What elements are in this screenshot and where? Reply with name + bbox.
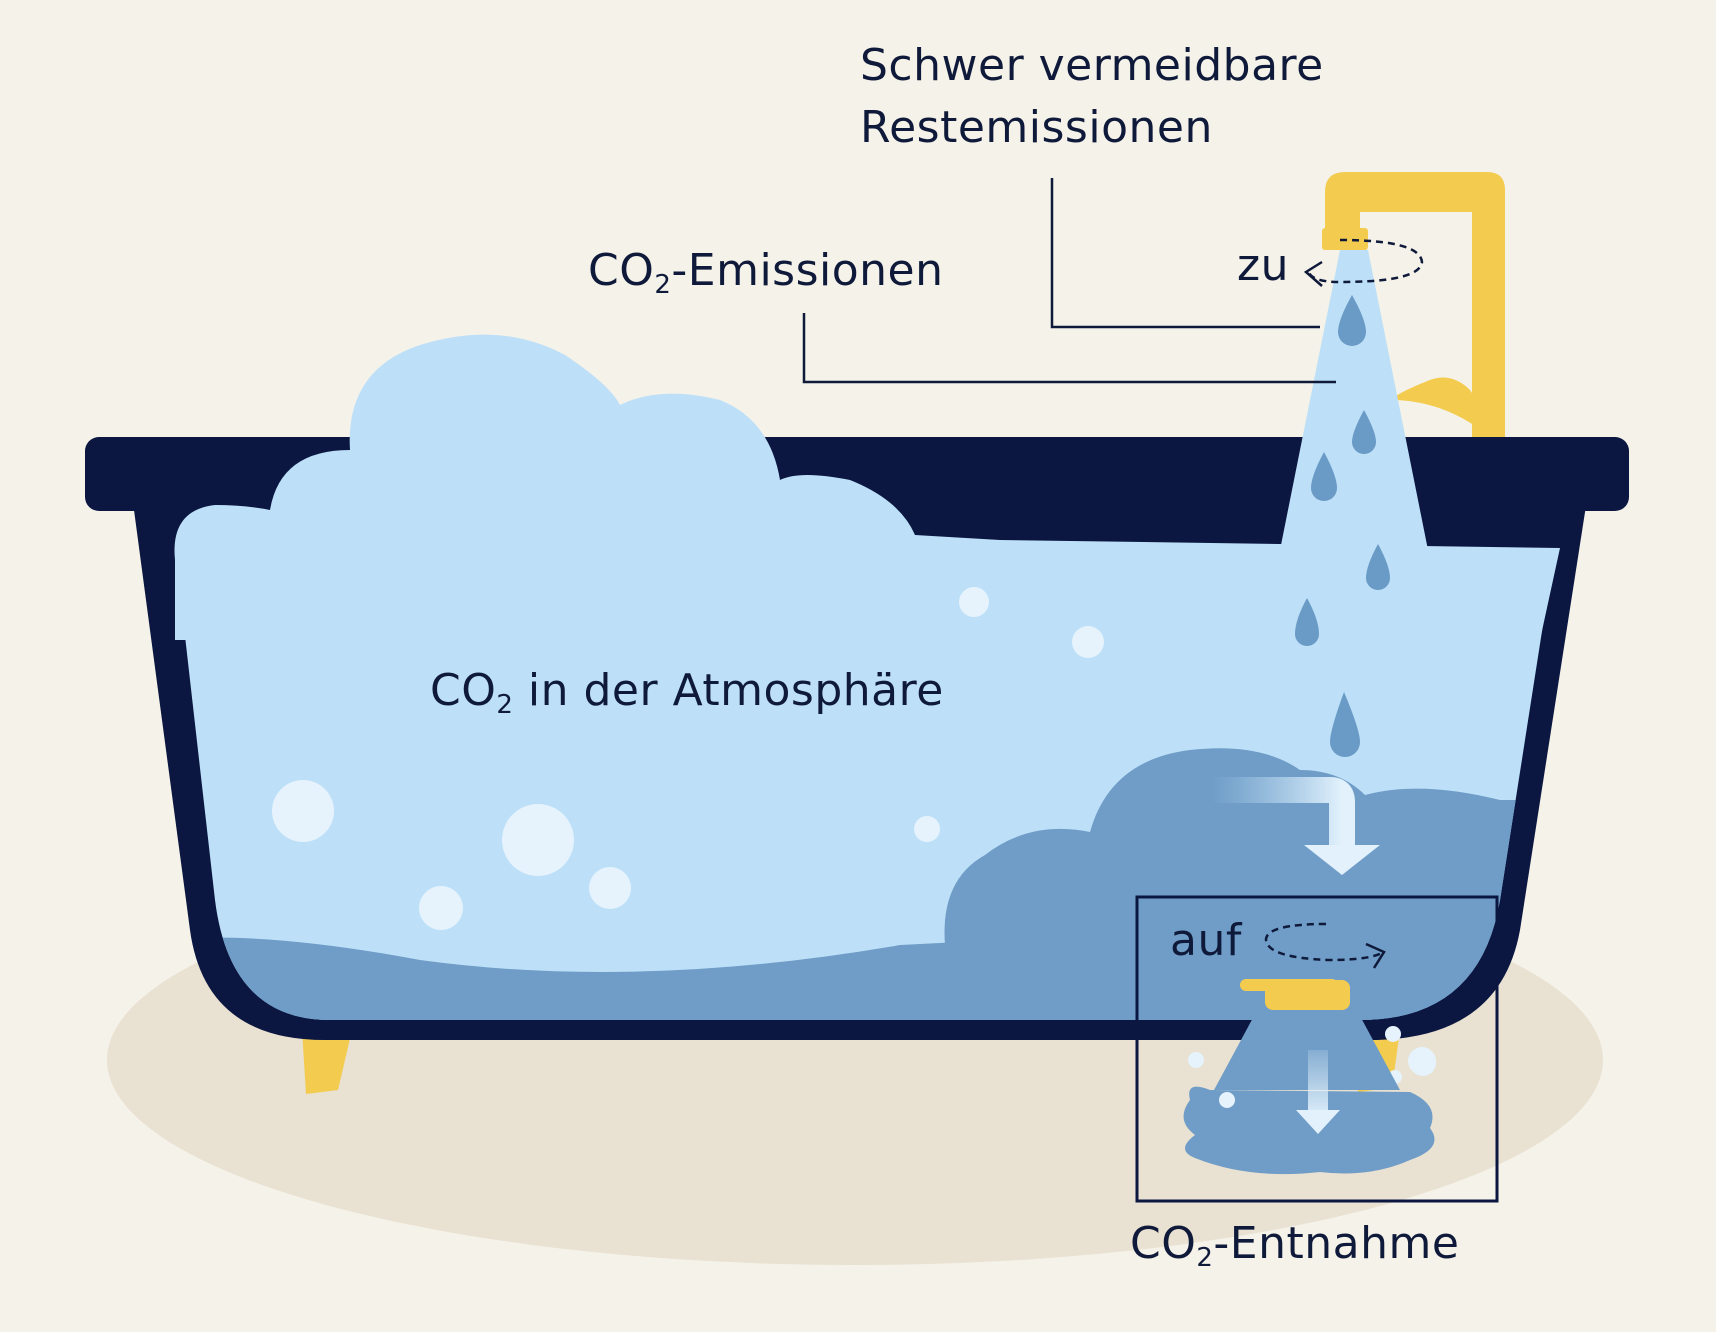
leader-restemissionen (1050, 178, 1320, 329)
label-co2-emissionen-prefix: CO (588, 245, 654, 296)
label-co2-atmosphaere-suffix: in der Atmosphäre (513, 665, 943, 716)
rotate-arrow-head-drain (1365, 942, 1386, 969)
label-co2-entnahme: CO2-Entnahme (1130, 1218, 1459, 1273)
rotate-arrow-icon (1306, 238, 1424, 284)
label-co2-atmosphaere: CO2 in der Atmosphäre (430, 665, 944, 720)
label-co2-entnahme-suffix: -Entnahme (1213, 1218, 1459, 1269)
atmosphere-cloud (174, 334, 1560, 640)
label-restemissionen-line2: Restemissionen (860, 102, 1213, 153)
removed-co2-cloud (944, 748, 1555, 1020)
down-arrow-icon (1296, 1050, 1340, 1134)
water-stream (1278, 250, 1430, 560)
label-co2-atmosphaere-sub: 2 (496, 690, 513, 720)
down-arrow-icon (1212, 777, 1380, 875)
label-tap-state: zu (1237, 240, 1289, 291)
drain-highlight-box (1135, 895, 1499, 1203)
label-co2-atmosphaere-prefix: CO (430, 665, 496, 716)
drain-plug-icon (1214, 979, 1400, 1090)
drain-puddle (1183, 1086, 1435, 1175)
label-drain-state: auf (1170, 915, 1243, 966)
leader-emissionen (802, 313, 1336, 384)
water-drops (1295, 295, 1390, 757)
label-co2-emissionen: CO2-Emissionen (588, 245, 944, 300)
rotate-arrow-icon (1264, 922, 1385, 962)
label-co2-entnahme-sub: 2 (1196, 1243, 1213, 1273)
rotate-arrow-head-tap (1303, 260, 1323, 287)
label-co2-emissionen-sub: 2 (654, 270, 671, 300)
label-co2-entnahme-prefix: CO (1130, 1218, 1196, 1269)
drain-bubbles (1219, 1050, 1436, 1108)
label-restemissionen-line1: Schwer vermeidbare (860, 40, 1324, 91)
tub-foot-left (302, 1030, 352, 1094)
label-co2-emissionen-suffix: -Emissionen (671, 245, 943, 296)
